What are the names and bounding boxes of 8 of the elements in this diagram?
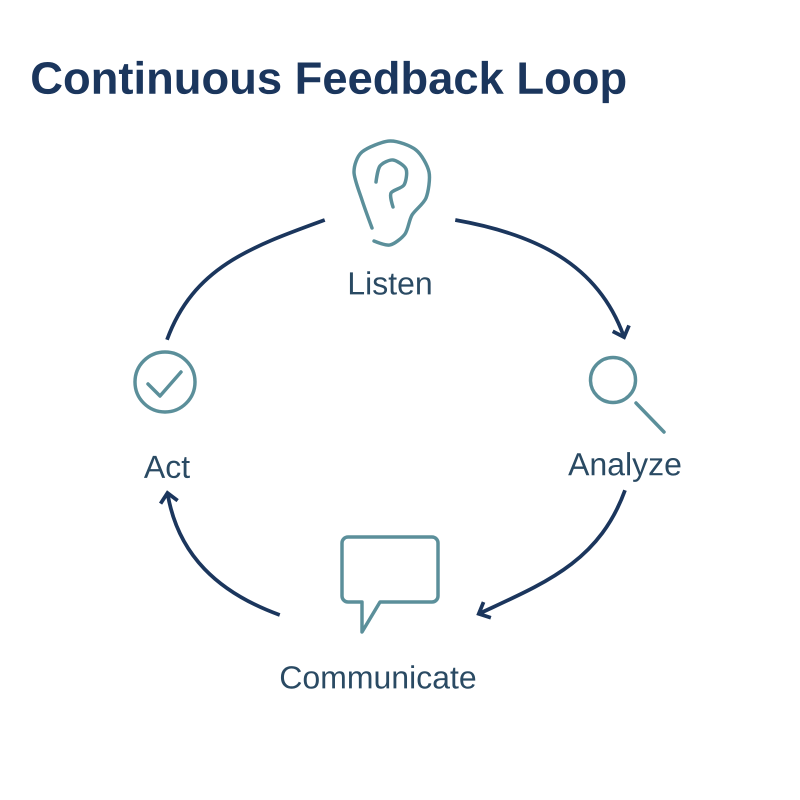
node-label: Communicate	[280, 665, 476, 689]
arrow	[476, 490, 627, 620]
arrow	[454, 218, 631, 340]
node-label: Act	[144, 456, 190, 478]
title: Continuous Feedback Loop	[32, 60, 626, 104]
node-label: Analyze	[568, 452, 680, 482]
node-label: Listen	[350, 271, 431, 295]
arrow	[159, 490, 280, 617]
